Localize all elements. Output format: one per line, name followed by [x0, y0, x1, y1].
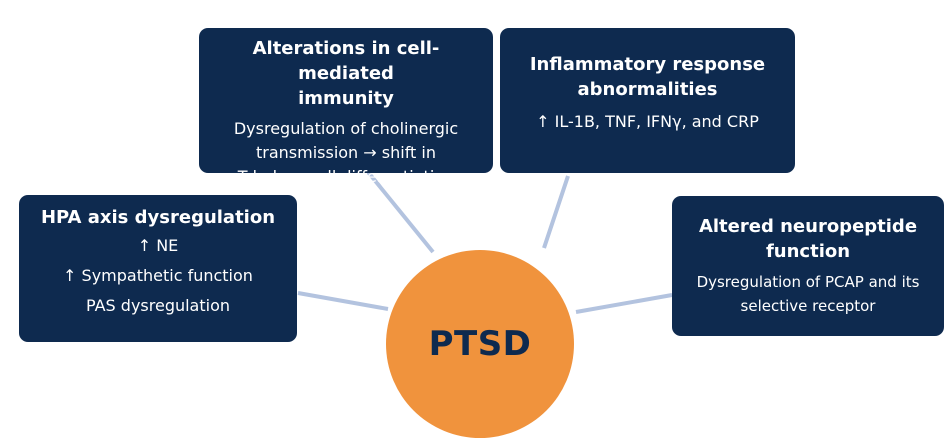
connector-inflammatory: [542, 175, 570, 249]
cell-immunity-line: T helper cell differentiation: [237, 167, 455, 186]
neuropeptide-title: Altered neuropeptide function: [682, 214, 934, 264]
cell-immunity-box: Alterations in cell-mediated immunity Dy…: [199, 28, 493, 186]
inflammatory-title-line-2: abnormalities: [577, 79, 718, 100]
cell-immunity-title: Alterations in cell-mediated immunity: [209, 36, 483, 111]
connector-hpa: [297, 291, 389, 311]
connector-neuropeptide: [575, 293, 673, 314]
neuropeptide-title-line-2: function: [765, 241, 851, 262]
hpa-title: HPA axis dysregulation: [40, 207, 276, 228]
cell-immunity-line: transmission → shift in: [255, 143, 436, 162]
hpa-box: HPA axis dysregulation ↑ NE ↑ Sympatheti…: [19, 195, 297, 342]
ptsd-center-circle: PTSD: [386, 250, 574, 438]
neuropeptide-box: Altered neuropeptide function Dysregulat…: [672, 196, 944, 336]
inflammatory-title: Inflammatory response abnormalities: [510, 52, 785, 102]
inflammatory-box: Inflammatory response abnormalities ↑ IL…: [500, 28, 795, 173]
ptsd-label: PTSD: [428, 324, 532, 364]
hpa-line: ↑ NE: [137, 236, 179, 255]
cell-immunity-title-line-1: Alterations in cell-mediated: [252, 38, 440, 84]
cell-immunity-title-line-2: immunity: [298, 88, 394, 109]
inflammatory-line: ↑ IL-1B, TNF, IFNγ, and CRP: [536, 112, 759, 131]
cell-immunity-line: Dysregulation of cholinergic: [233, 119, 459, 138]
neuropeptide-line: Dysregulation of PCAP and its: [696, 273, 920, 291]
neuropeptide-line: selective receptor: [740, 297, 876, 315]
hpa-line: PAS dysregulation: [85, 296, 231, 315]
neuropeptide-title-line-1: Altered neuropeptide: [698, 216, 918, 237]
inflammatory-title-line-1: Inflammatory response: [529, 54, 766, 75]
connector-cell-immunity: [366, 170, 435, 254]
hpa-line: ↑ Sympathetic function: [63, 266, 253, 285]
